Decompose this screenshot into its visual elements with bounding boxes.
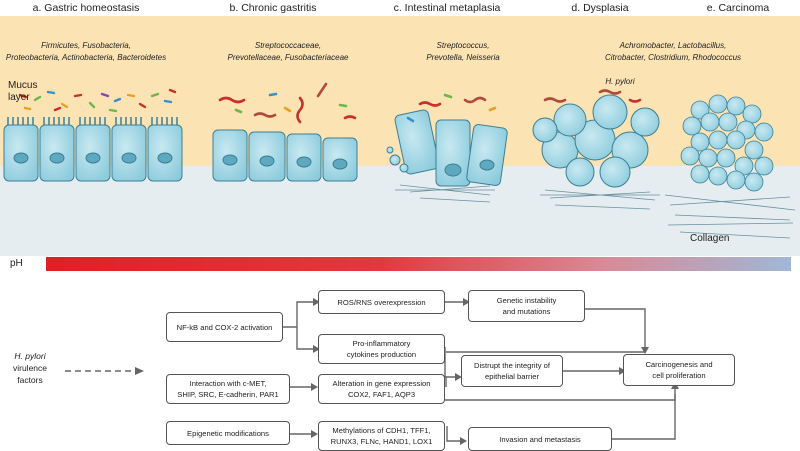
virulence-factors-label: H. pylori virulence factors xyxy=(5,350,55,386)
bacteria-a-line1: Firmicutes, Fusobacteria, xyxy=(41,41,131,50)
stage-b-bacteria xyxy=(218,82,357,124)
stage-d-collagen xyxy=(540,189,660,210)
bacteria-e-line2: Citrobacter, Clostridium, Rhodococcus xyxy=(604,53,742,62)
collagen-label: Collagen xyxy=(690,233,730,244)
box-cmet-interaction: Interaction with c-MET, SHIP, SRC, E-cad… xyxy=(166,374,290,404)
box-disrupt-barrier: Distrupt the integrity of epithelial bar… xyxy=(461,355,563,387)
ph-gradient-bar xyxy=(46,257,791,271)
bacteria-list-a: Firmicutes, Fusobacteria, Proteobacteria… xyxy=(6,40,166,64)
box-epigenetic-text: Epigenetic modifications xyxy=(187,428,269,438)
bacteria-b-line1: Streptococcaceae, xyxy=(254,41,322,50)
box-ros-text: ROS/RNS overexpression xyxy=(337,297,426,307)
stage-c-collagen xyxy=(395,184,495,203)
box-proinflammatory: Pro-inflammatory cytokines production xyxy=(318,334,445,364)
box-genetic-text: Genetic instability and mutations xyxy=(496,296,557,316)
bacteria-a-line2: Proteobacteria, Actinobacteria, Bacteroi… xyxy=(5,53,167,62)
box-proinflam-text: Pro-inflammatory cytokines production xyxy=(346,339,417,359)
stage-a-epithelium xyxy=(3,124,183,182)
stage-e-collagen xyxy=(664,194,796,239)
box-alteration-text: Alteration in gene expression COX2, FAF1… xyxy=(332,379,431,399)
virulence-line2: virulence xyxy=(12,363,48,373)
virulence-line1: H. pylori xyxy=(14,351,46,361)
stage-title-carcinoma: e. Carcinoma xyxy=(706,2,770,14)
bacteria-c-line2: Prevotella, Neisseria xyxy=(426,53,500,62)
box-gene-alteration: Alteration in gene expression COX2, FAF1… xyxy=(318,374,445,404)
box-nfkb-text: NF-kB and COX-2 activation xyxy=(176,322,273,332)
virulence-line3: factors xyxy=(17,375,43,385)
bacteria-e-line1: Achromobacter, Lactobacillus, xyxy=(619,41,727,50)
bacteria-c-line1: Streptococcus, xyxy=(436,41,490,50)
stage-c-bacteria xyxy=(406,93,497,123)
stage-title-gastric-homeostasis: a. Gastric homeostasis xyxy=(32,2,140,14)
bacteria-b-line2: Prevotellaceae, Fusobacteriaceae xyxy=(227,53,349,62)
stage-a-bacteria xyxy=(18,88,177,113)
box-cmet-text: Interaction with c-MET, SHIP, SRC, E-cad… xyxy=(177,379,279,399)
box-invasion-text: Invasion and metastasis xyxy=(499,434,581,444)
stage-title-chronic-gastritis: b. Chronic gastritis xyxy=(229,2,317,14)
box-methylation: Methylations of CDH1, TFF1, RUNX3, FLNc,… xyxy=(318,421,445,451)
box-disrupt-text: Distrupt the integrity of epithelial bar… xyxy=(474,361,550,381)
stage-a-microvilli xyxy=(7,117,178,125)
box-methylation-text: Methylations of CDH1, TFF1, RUNX3, FLNc,… xyxy=(330,426,433,446)
mucus-label-line2: layer xyxy=(8,92,30,103)
stage-d-bacteria xyxy=(543,89,642,103)
stage-title-intestinal-metaplasia: c. Intestinal metaplasia xyxy=(393,2,501,14)
box-ros-rns: ROS/RNS overexpression xyxy=(318,290,445,314)
bacteria-list-d: H. pylori xyxy=(605,76,634,88)
flow-arrowheads xyxy=(135,298,679,445)
stage-b-epithelium xyxy=(212,129,358,182)
stage-title-dysplasia: d. Dysplasia xyxy=(571,2,629,14)
stage-e-tumor xyxy=(680,94,774,192)
stage-d-cells xyxy=(532,94,660,188)
box-epigenetic: Epigenetic modifications xyxy=(166,421,290,445)
mucus-layer-label: Mucus layer xyxy=(8,80,37,104)
box-nfkb-activation: NF-kB and COX-2 activation xyxy=(166,312,283,342)
mucus-label-line1: Mucus xyxy=(8,80,38,91)
bacteria-list-e: Achromobacter, Lactobacillus, Citrobacte… xyxy=(605,40,741,64)
bacteria-list-b: Streptococcaceae, Prevotellaceae, Fusoba… xyxy=(228,40,349,64)
ph-label: pH xyxy=(10,258,23,269)
box-invasion-metastasis: Invasion and metastasis xyxy=(468,427,612,451)
bacteria-list-c: Streptococcus, Prevotella, Neisseria xyxy=(426,40,499,64)
bacteria-d-line1: H. pylori xyxy=(605,77,635,86)
box-carcinogenesis: Carcinogenesis and cell proliferation xyxy=(623,354,735,386)
stage-c-epithelium xyxy=(386,109,508,187)
flow-arrows xyxy=(65,301,676,442)
box-carcino-text: Carcinogenesis and cell proliferation xyxy=(645,360,713,380)
box-genetic-instability: Genetic instability and mutations xyxy=(468,290,585,322)
